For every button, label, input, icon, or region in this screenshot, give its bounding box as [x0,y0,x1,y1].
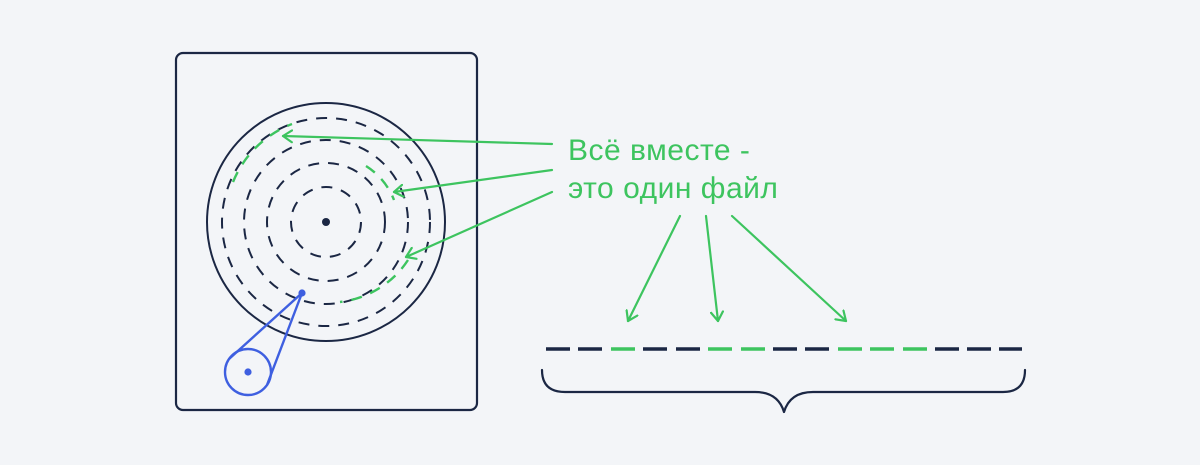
arrows-to-file [628,214,848,323]
disk-tracks [221,117,431,327]
file-caption: Всё вместе - это один файл [568,132,778,208]
hard-disk-platter-icon [206,102,446,342]
arrows-to-disk [281,136,554,257]
track-2 [266,162,386,282]
curly-brace-icon [540,368,1027,414]
caption-line-2: это один файл [568,172,779,205]
drive-case [174,51,479,412]
arrow-to-lower-fragment [404,190,554,257]
fragment-lower [339,259,410,304]
track-4 [221,117,431,327]
arm-edge-1 [228,292,303,360]
arrow-to-outer-fragment [281,136,554,146]
head-pivot-dot [244,368,252,376]
head-tip-dot [298,289,306,297]
arrow-to-middle-fragment [392,168,554,192]
caption-line-1: Всё вместе - [568,134,751,167]
arm-edge-2 [265,292,304,386]
fragment-middle [365,164,396,201]
track-3 [243,139,409,305]
arrow-to-segment-1 [628,214,682,323]
arrow-to-segment-3 [730,214,848,323]
arrow-to-segment-2 [704,214,718,323]
spindle-dot [322,218,330,226]
file-fragments-on-disk [231,122,410,304]
read-head-arm-icon [223,292,304,397]
track-1 [290,186,362,258]
fragment-outer [231,122,293,183]
